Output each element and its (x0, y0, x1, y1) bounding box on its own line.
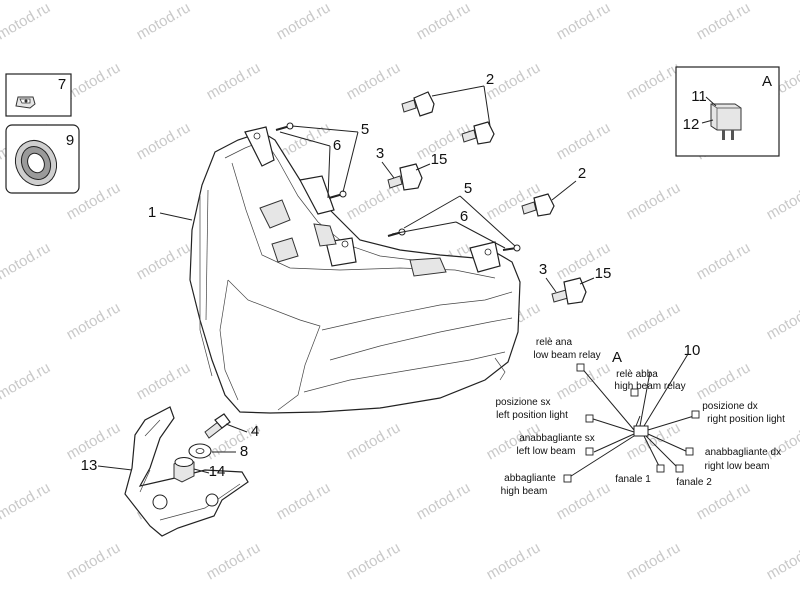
detail-marker-a: A (762, 73, 772, 90)
watermark-text: motod.ru (64, 539, 124, 583)
watermark-text: motod.ru (484, 539, 544, 583)
watermark-text: motod.ru (134, 119, 194, 163)
callout-6-mid: 6 (460, 208, 468, 225)
part-box-7[interactable]: 7 (5, 73, 72, 117)
watermark-text: motod.ru (134, 0, 194, 43)
label-left-position-it: posizione sx (495, 397, 550, 408)
headlight-housing[interactable] (189, 126, 521, 414)
watermark-text: motod.ru (0, 359, 53, 403)
watermark-text: motod.ru (64, 59, 124, 103)
label-low-beam-relay-en: low beam relay (533, 350, 600, 361)
watermark-text: motod.ru (624, 59, 684, 103)
watermark-text: motod.ru (554, 0, 614, 43)
callout-13: 13 (81, 457, 98, 474)
watermark-text: motod.ru (624, 419, 684, 463)
watermark-text: motod.ru (694, 0, 754, 43)
callout-15-upper: 15 (431, 151, 448, 168)
watermark-text: motod.ru (764, 299, 800, 343)
label-right-position-en: right position light (707, 414, 785, 425)
watermark-text: motod.ru (0, 239, 53, 283)
label-left-low-it: anabbagliante sx (519, 433, 595, 444)
callout-3-upper: 3 (376, 145, 384, 162)
watermark-text: motod.ru (764, 179, 800, 223)
spacer-14[interactable] (173, 457, 195, 483)
callout-8: 8 (240, 443, 248, 460)
label-fanale-2: fanale 2 (676, 477, 712, 488)
wiring-harness-10[interactable] (563, 353, 700, 483)
washer-8[interactable] (188, 443, 212, 459)
bulb-2-mid[interactable] (521, 193, 555, 217)
label-left-low-en: left low beam (517, 446, 576, 457)
part-box-9[interactable]: 9 (5, 124, 80, 194)
watermark-text: motod.ru (344, 539, 404, 583)
watermark-text: motod.ru (414, 479, 474, 523)
watermark-text: motod.ru (624, 179, 684, 223)
watermark-text: motod.ru (134, 239, 194, 283)
screw-mid-right[interactable] (502, 244, 521, 252)
label-right-low-en: right low beam (704, 461, 769, 472)
label-high-beam-it: abbagliante (504, 473, 556, 484)
watermark-text: motod.ru (694, 359, 754, 403)
watermark-text: motod.ru (554, 119, 614, 163)
label-fanale-1: fanale 1 (615, 474, 651, 485)
bulb-2-top-right[interactable] (461, 121, 495, 145)
part-box-a-relays[interactable]: A 11 12 (675, 66, 780, 157)
label-right-position-it: posizione dx (702, 401, 758, 412)
watermark-text: motod.ru (344, 59, 404, 103)
watermark-text: motod.ru (274, 479, 334, 523)
socket-upper[interactable] (387, 163, 423, 191)
screw-upper-left[interactable] (275, 122, 294, 131)
watermark-text: motod.ru (0, 479, 53, 523)
label-high-beam-en: high beam (501, 486, 548, 497)
watermark-text: motod.ru (554, 479, 614, 523)
watermark-text: motod.ru (414, 0, 474, 43)
watermark-text: motod.ru (204, 59, 264, 103)
label-high-beam-relay-it: relè abba (616, 369, 658, 380)
bolt-4[interactable] (204, 413, 231, 439)
watermark-text: motod.ru (624, 299, 684, 343)
label-right-low-it: anabbagliante dx (705, 447, 781, 458)
watermark-text: motod.ru (134, 359, 194, 403)
watermark-text: motod.ru (64, 299, 124, 343)
callout-6-upper: 6 (333, 137, 341, 154)
label-left-position-en: left position light (496, 410, 568, 421)
callout-3-lower: 3 (539, 261, 547, 278)
callout-11: 11 (691, 88, 707, 105)
watermark-text: motod.ru (274, 0, 334, 43)
callout-14: 14 (209, 463, 226, 480)
callout-4: 4 (251, 423, 259, 440)
callout-2-mid: 2 (578, 165, 586, 182)
watermark-text: motod.ru (344, 419, 404, 463)
callout-9: 9 (66, 132, 74, 149)
bulb-2-top-left[interactable] (401, 91, 435, 117)
callout-5-upper: 5 (361, 121, 369, 138)
label-low-beam-relay-it: relè ana (536, 337, 573, 348)
callout-5-mid: 5 (464, 180, 472, 197)
bracket-13[interactable] (124, 406, 249, 537)
detail-marker-a-wiring: A (612, 349, 622, 366)
callout-15-lower: 15 (595, 265, 612, 282)
socket-lower[interactable] (551, 277, 587, 305)
callout-12: 12 (683, 116, 700, 133)
callout-10: 10 (684, 342, 701, 359)
watermark-text: motod.ru (0, 0, 53, 43)
watermark-text: motod.ru (764, 539, 800, 583)
watermark-text: motod.ru (624, 539, 684, 583)
callout-1: 1 (148, 204, 156, 221)
watermark-text: motod.ru (694, 239, 754, 283)
watermark-text: motod.ru (204, 539, 264, 583)
callout-2-top: 2 (486, 71, 494, 88)
callout-7: 7 (58, 76, 66, 93)
label-high-beam-relay-en: high beam relay (614, 381, 685, 392)
